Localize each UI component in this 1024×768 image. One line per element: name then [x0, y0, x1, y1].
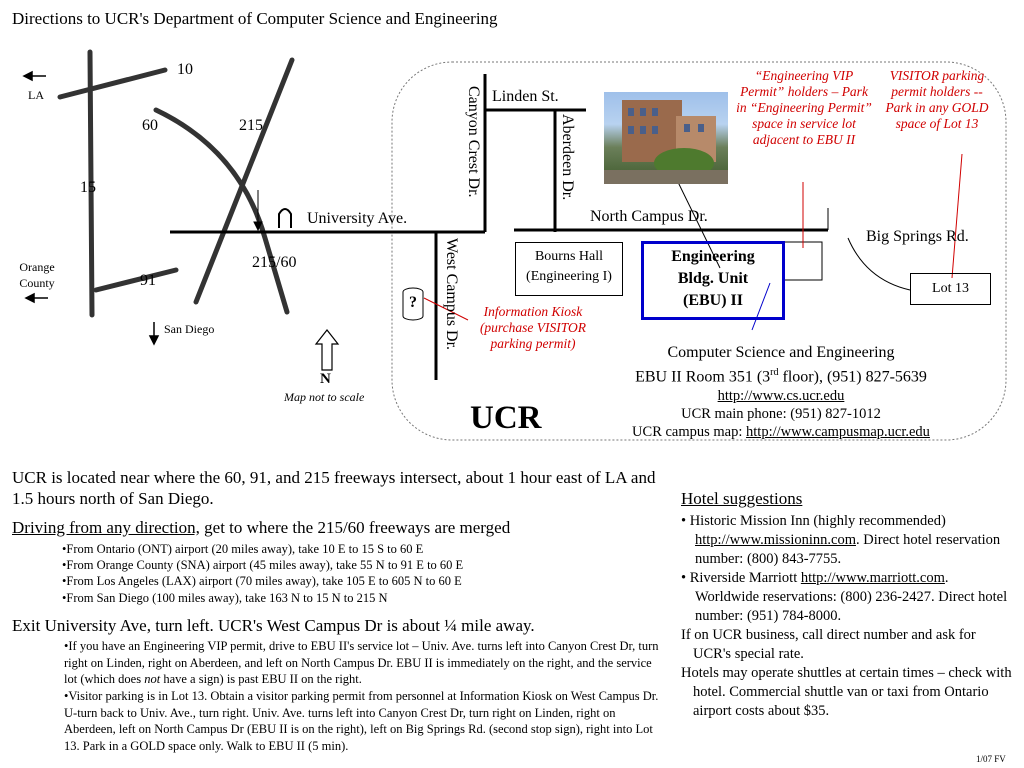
- visitor-directions: •Visitor parking is in Lot 13. Obtain a …: [64, 689, 659, 753]
- kiosk-leader: [423, 297, 469, 321]
- road-big-springs: [847, 237, 911, 291]
- list-item: •From Ontario (ONT) airport (20 miles aw…: [62, 542, 424, 556]
- street-north-campus: North Campus Dr.: [590, 208, 708, 225]
- freeway-10: [57, 67, 168, 100]
- mission-inn-link[interactable]: http://www.missioninn.com: [695, 532, 856, 548]
- dept-url-link[interactable]: http://www.cs.ucr.edu: [717, 388, 845, 405]
- ebu-blue-line: [751, 282, 771, 331]
- campus-map: [22, 49, 1007, 441]
- list-item: •From Orange County (SNA) airport (45 mi…: [62, 558, 464, 573]
- freeway-10-label: 10: [177, 61, 193, 78]
- lot-13: Lot 13: [910, 273, 991, 305]
- bourns-hall: Bourns Hall (Engineering I): [515, 242, 623, 296]
- footer-version: 1/07 FV: [976, 754, 1006, 764]
- vip-directions: •If you have an Engineering VIP permit, …: [64, 639, 659, 686]
- freeway-91-label: 91: [140, 272, 156, 289]
- freeway-215-north: [193, 57, 295, 305]
- campus-map-link[interactable]: http://www.campusmap.ucr.edu: [746, 424, 930, 441]
- hotel-mission-inn: • Historic Mission Inn (highly recommend…: [681, 513, 1001, 567]
- main-phone: UCR main phone: (951) 827-1012: [681, 406, 881, 423]
- hotel-list: • Historic Mission Inn (highly recommend…: [681, 512, 1013, 721]
- campus-map-label: UCR campus map:: [632, 424, 747, 441]
- ebu-photo: [604, 92, 728, 184]
- freeway-15: [87, 49, 95, 318]
- street-big-springs: Big Springs Rd.: [866, 228, 969, 245]
- from-list: •From Ontario (ONT) airport (20 miles aw…: [62, 541, 662, 606]
- ebu-line-1: Engineering: [671, 248, 755, 265]
- freeway-91: [93, 267, 179, 293]
- san-diego-label: San Diego: [164, 322, 215, 336]
- page-title: Directions to UCR's Department of Comput…: [12, 9, 498, 28]
- kiosk-symbol: ?: [409, 294, 417, 311]
- street-university-ave: University Ave.: [307, 210, 408, 227]
- exit-heading: Exit University Ave, turn left. UCR's We…: [12, 616, 535, 635]
- visitor-leader: [951, 153, 963, 279]
- visitor-permit-note: VISITOR parking permit holders -- Park i…: [885, 68, 989, 131]
- hotel-shuttle-note: Hotels may operate shuttles at certain t…: [681, 665, 1012, 719]
- campus-boundary: [391, 61, 1007, 441]
- marriott-link[interactable]: http://www.marriott.com: [800, 570, 945, 586]
- street-linden: Linden St.: [492, 88, 559, 105]
- street-aberdeen: Aberdeen Dr.: [559, 114, 576, 201]
- list-item: •From Los Angeles (LAX) airport (70 mile…: [62, 574, 462, 589]
- contact-block: Computer Science and Engineering EBU II …: [592, 343, 970, 441]
- driving-heading: Driving from any direction, get to where…: [12, 518, 511, 537]
- hotel-heading: Hotel suggestions: [681, 489, 803, 508]
- north-label: N: [320, 371, 331, 387]
- dept-name: Computer Science and Engineering: [667, 344, 895, 361]
- ebu-line-3: (EBU) II: [682, 292, 743, 309]
- hotel-marriott: • Riverside Marriott http://www.marriott…: [681, 570, 1008, 624]
- la-label: LA: [28, 88, 44, 102]
- freeway-215-label: 215: [239, 117, 263, 134]
- street-canyon-crest: Canyon Crest Dr.: [465, 86, 482, 198]
- freeway-60: [153, 107, 290, 315]
- freeway-215-60-label: 215/60: [252, 254, 297, 271]
- list-item: •From San Diego (100 miles away), take 1…: [62, 590, 388, 605]
- freeway-60-label: 60: [142, 117, 158, 134]
- room-info: EBU II Room 351 (3rd floor), (951) 827-5…: [635, 367, 927, 386]
- hotel-business-note: If on UCR business, call direct number a…: [681, 627, 976, 662]
- ebu-line-2: Bldg. Unit: [677, 270, 749, 287]
- vip-permit-note: “Engineering VIP Permit” holders – Park …: [736, 68, 872, 147]
- photo-leader: [675, 177, 721, 269]
- north-arrow: [314, 329, 340, 371]
- scale-note: Map not to scale: [284, 390, 365, 404]
- kiosk-note: Information Kiosk (purchase VISITOR park…: [479, 304, 587, 351]
- kiosk-icon: [402, 287, 424, 321]
- ucr-label: UCR: [470, 400, 542, 436]
- street-west-campus: West Campus Dr.: [443, 238, 460, 351]
- ebu-ii-building: Engineering Bldg. Unit (EBU) II: [641, 241, 785, 320]
- directions-intro: UCR is located near where the 60, 91, an…: [12, 468, 656, 508]
- freeway-15-label: 15: [80, 179, 96, 196]
- orange-county-label: Orange County: [19, 260, 55, 290]
- u-turn-arrow: [278, 208, 292, 228]
